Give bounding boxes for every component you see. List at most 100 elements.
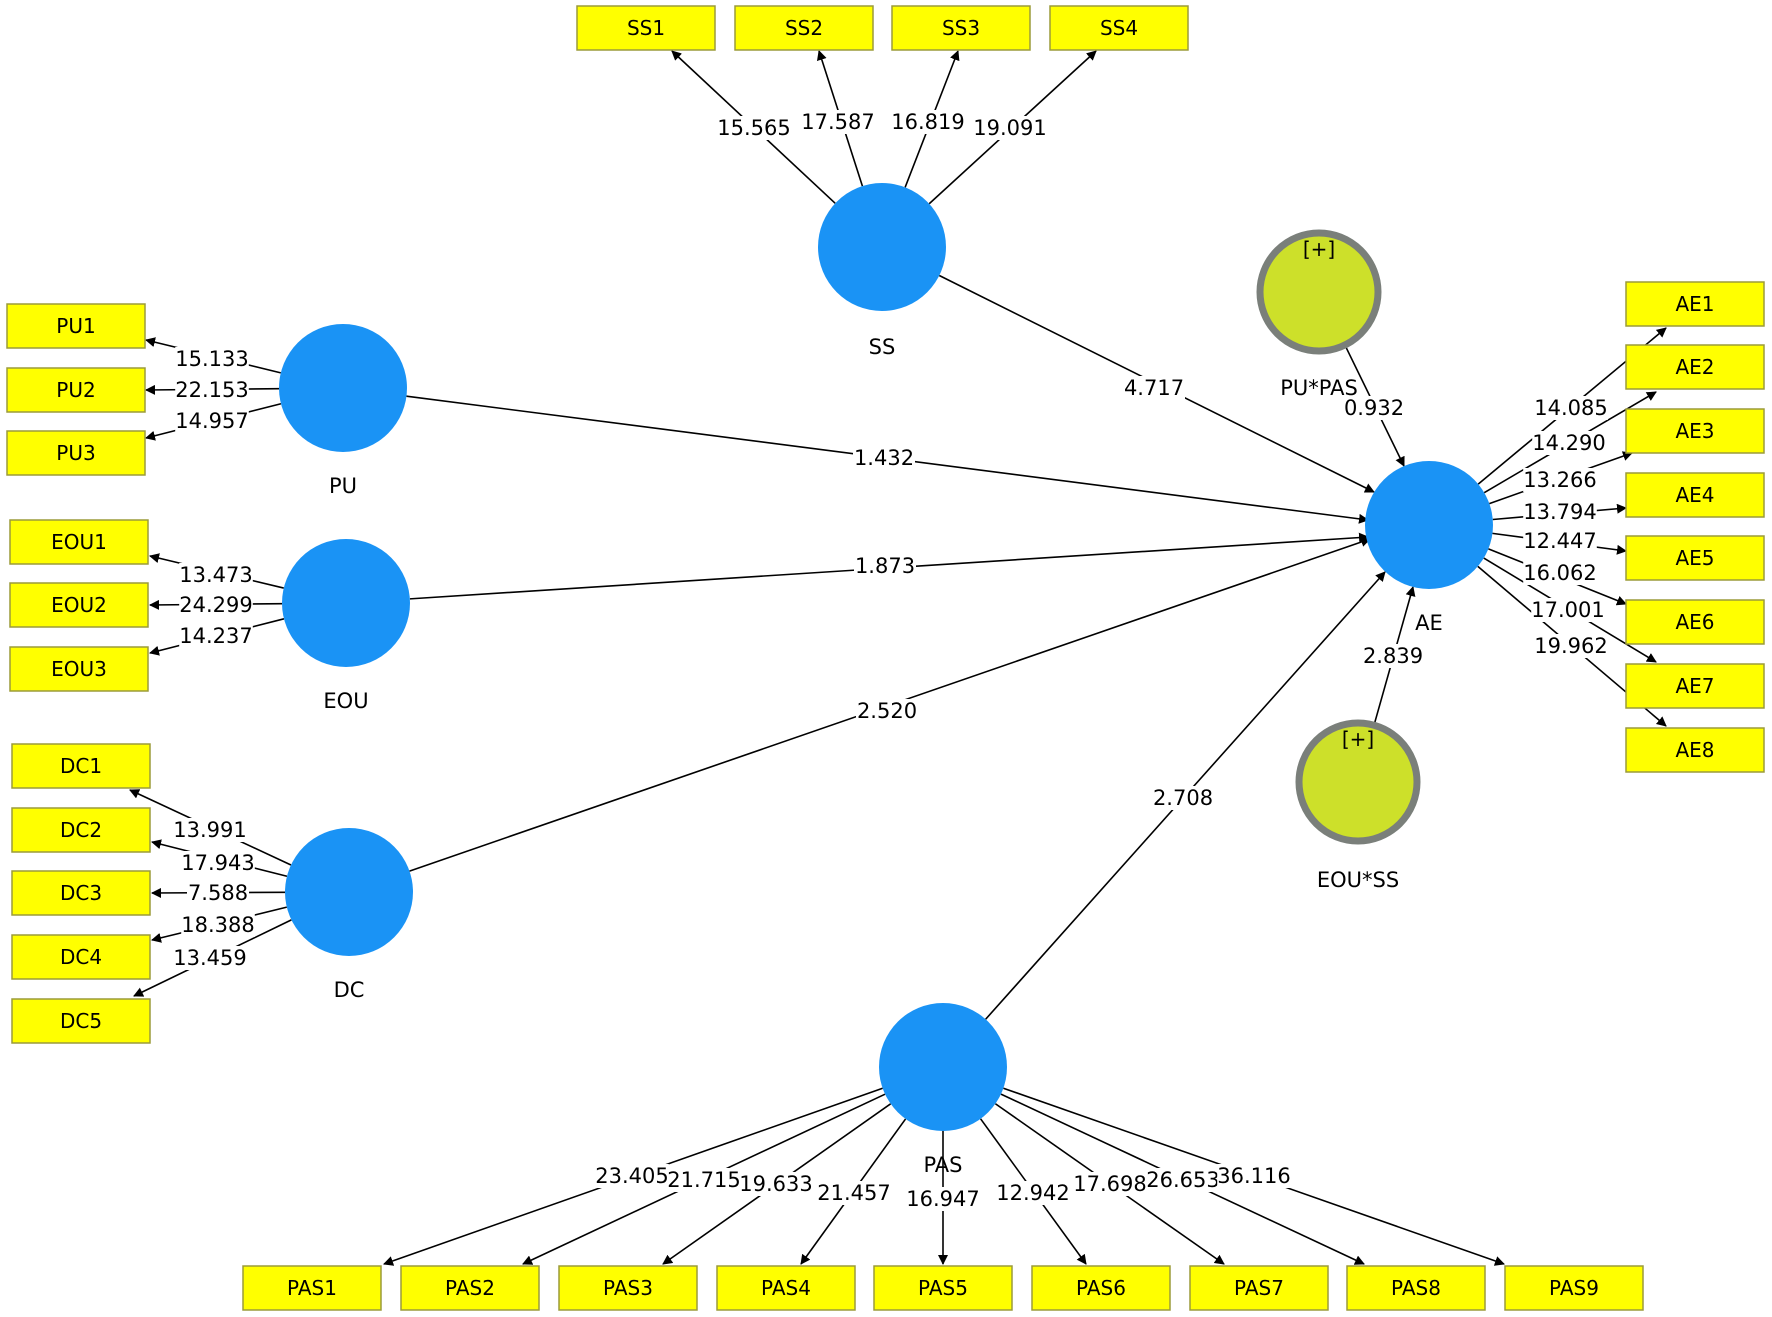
expand-toggle-icon[interactable]: [+]	[1342, 727, 1374, 751]
indicator-pas5[interactable]: PAS5	[873, 1265, 1013, 1311]
indicator-label: PU1	[56, 314, 95, 338]
indicator-ss4[interactable]: SS4	[1049, 5, 1189, 51]
indicator-box[interactable]	[1031, 1265, 1171, 1311]
indicator-pu3[interactable]: PU3	[6, 430, 146, 476]
loading-value-eou1-bg	[179, 563, 253, 587]
indicator-box[interactable]	[1049, 5, 1189, 51]
indicator-box[interactable]	[576, 5, 716, 51]
indicator-box[interactable]	[11, 807, 151, 853]
indicator-ae5[interactable]: AE5	[1625, 535, 1765, 581]
indicator-box[interactable]	[1625, 408, 1765, 454]
loading-value-dc4: 18.388	[181, 913, 254, 937]
loading-value-pu1-bg	[175, 347, 249, 371]
indicator-ss1[interactable]: SS1	[576, 5, 716, 51]
indicator-box[interactable]	[242, 1265, 382, 1311]
path-value-eou: 1.873	[855, 554, 915, 578]
indicator-pas4[interactable]: PAS4	[716, 1265, 856, 1311]
moderator-pupas[interactable]: [+]	[1256, 229, 1382, 355]
indicator-box[interactable]	[11, 743, 151, 789]
indicator-box[interactable]	[9, 646, 149, 692]
expand-toggle-icon[interactable]: [+]	[1303, 237, 1335, 261]
indicator-pas9[interactable]: PAS9	[1504, 1265, 1644, 1311]
indicator-label: DC5	[60, 1009, 102, 1033]
indicator-box[interactable]	[1625, 727, 1765, 773]
indicator-box[interactable]	[11, 998, 151, 1044]
construct-ae[interactable]	[1365, 461, 1493, 589]
construct-dc[interactable]	[285, 828, 413, 956]
indicator-dc5[interactable]: DC5	[11, 998, 151, 1044]
indicator-label: PAS8	[1391, 1276, 1441, 1300]
indicator-ae4[interactable]: AE4	[1625, 472, 1765, 518]
indicator-box[interactable]	[6, 430, 146, 476]
indicator-box[interactable]	[6, 367, 146, 413]
construct-pu[interactable]	[279, 324, 407, 452]
indicator-box[interactable]	[6, 303, 146, 349]
construct-circle[interactable]	[285, 828, 413, 956]
indicator-pas2[interactable]: PAS2	[400, 1265, 540, 1311]
indicator-box[interactable]	[1625, 663, 1765, 709]
construct-eou[interactable]	[282, 539, 410, 667]
indicator-ss3[interactable]: SS3	[891, 5, 1031, 51]
indicator-dc4[interactable]: DC4	[11, 934, 151, 980]
indicator-ae7[interactable]: AE7	[1625, 663, 1765, 709]
indicator-pas1[interactable]: PAS1	[242, 1265, 382, 1311]
construct-circle[interactable]	[279, 324, 407, 452]
indicator-box[interactable]	[1189, 1265, 1329, 1311]
indicator-ae8[interactable]: AE8	[1625, 727, 1765, 773]
indicator-box[interactable]	[1625, 472, 1765, 518]
construct-ss[interactable]	[818, 183, 946, 311]
indicator-dc3[interactable]: DC3	[11, 870, 151, 916]
construct-circle[interactable]	[818, 183, 946, 311]
indicator-box[interactable]	[9, 582, 149, 628]
indicator-label: EOU1	[51, 530, 107, 554]
construct-label-ae: AE	[1415, 611, 1443, 635]
indicator-eou3[interactable]: EOU3	[9, 646, 149, 692]
loading-value-dc5-bg	[173, 946, 247, 970]
loading-value-ae5-bg	[1523, 529, 1597, 553]
indicator-dc1[interactable]: DC1	[11, 743, 151, 789]
indicator-box[interactable]	[873, 1265, 1013, 1311]
construct-circle[interactable]	[282, 539, 410, 667]
loading-value-ae7: 17.001	[1531, 598, 1604, 622]
indicator-box[interactable]	[716, 1265, 856, 1311]
indicator-box[interactable]	[11, 870, 151, 916]
loading-value-ss1-bg	[717, 116, 791, 140]
indicator-pas7[interactable]: PAS7	[1189, 1265, 1329, 1311]
indicator-pas6[interactable]: PAS6	[1031, 1265, 1171, 1311]
indicator-box[interactable]	[1625, 535, 1765, 581]
indicator-eou2[interactable]: EOU2	[9, 582, 149, 628]
indicator-pas3[interactable]: PAS3	[558, 1265, 698, 1311]
construct-circle[interactable]	[1365, 461, 1493, 589]
construct-pas[interactable]	[879, 1003, 1007, 1131]
moderator-eouss[interactable]: [+]	[1295, 719, 1421, 845]
indicator-box[interactable]	[11, 934, 151, 980]
indicator-label: PAS9	[1549, 1276, 1599, 1300]
path-value-pupas: 0.932	[1344, 396, 1404, 420]
indicator-box[interactable]	[1625, 344, 1765, 390]
path-value-ss: 4.717	[1124, 376, 1184, 400]
indicator-ae6[interactable]: AE6	[1625, 599, 1765, 645]
indicator-ae1[interactable]: AE1	[1625, 281, 1765, 327]
moderator-circle[interactable]	[1256, 229, 1382, 355]
indicator-box[interactable]	[891, 5, 1031, 51]
indicator-box[interactable]	[1625, 281, 1765, 327]
indicator-box[interactable]	[1346, 1265, 1486, 1311]
indicator-ss2[interactable]: SS2	[734, 5, 874, 51]
indicator-box[interactable]	[1625, 599, 1765, 645]
indicator-pu1[interactable]: PU1	[6, 303, 146, 349]
loading-value-ae1: 14.085	[1534, 396, 1607, 420]
indicator-box[interactable]	[558, 1265, 698, 1311]
indicator-eou1[interactable]: EOU1	[9, 519, 149, 565]
indicator-pas8[interactable]: PAS8	[1346, 1265, 1486, 1311]
moderator-circle[interactable]	[1295, 719, 1421, 845]
indicator-dc2[interactable]: DC2	[11, 807, 151, 853]
indicator-box[interactable]	[1504, 1265, 1644, 1311]
indicator-box[interactable]	[734, 5, 874, 51]
indicator-box[interactable]	[400, 1265, 540, 1311]
indicator-pu2[interactable]: PU2	[6, 367, 146, 413]
indicator-ae2[interactable]: AE2	[1625, 344, 1765, 390]
indicator-box[interactable]	[9, 519, 149, 565]
construct-circle[interactable]	[879, 1003, 1007, 1131]
indicator-ae3[interactable]: AE3	[1625, 408, 1765, 454]
